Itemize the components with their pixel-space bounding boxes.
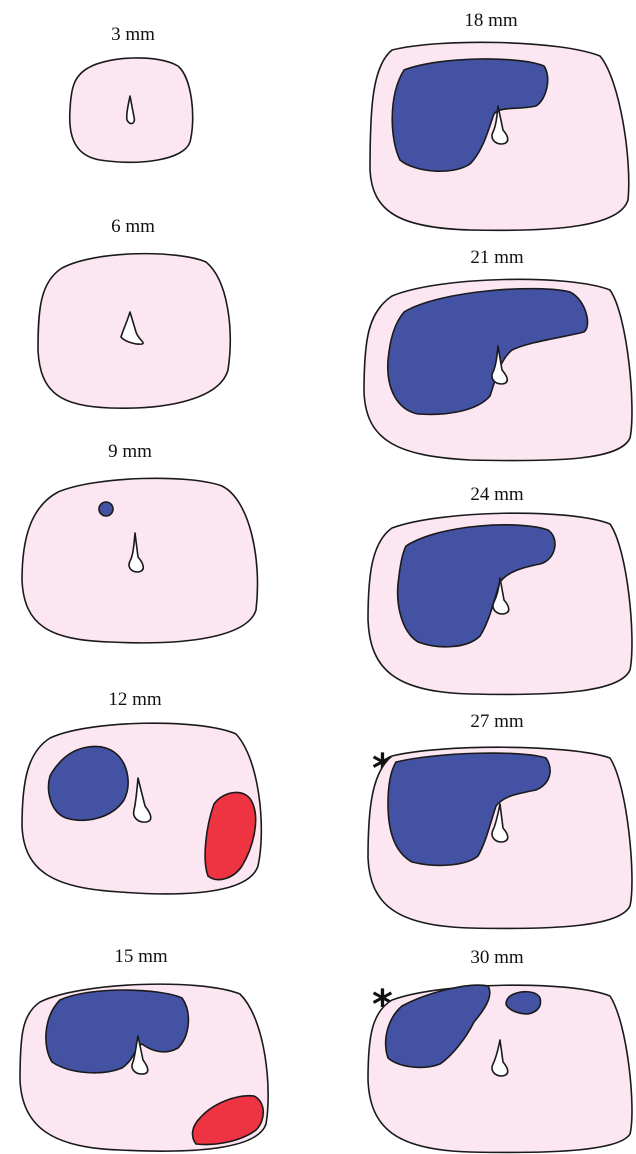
section-18mm: 18 mm — [370, 10, 629, 230]
section-label: 27 mm — [470, 711, 524, 732]
section-24mm: 24 mm — [368, 484, 632, 694]
section-label: 12 mm — [108, 689, 162, 710]
blue-region — [99, 502, 113, 516]
section-12mm: 12 mm — [22, 689, 261, 894]
section-9mm: 9 mm — [22, 441, 258, 643]
section-15mm: 15 mm — [20, 946, 268, 1151]
section-27mm: 27 mm * — [368, 711, 632, 928]
section-label: 21 mm — [470, 247, 524, 268]
section-label: 3 mm — [111, 24, 155, 45]
section-3mm: 3 mm — [70, 24, 193, 162]
section-6mm: 6 mm — [38, 216, 230, 408]
section-label: 18 mm — [464, 10, 518, 31]
blue-region-small — [506, 992, 541, 1014]
section-label: 15 mm — [114, 946, 168, 967]
section-label: 9 mm — [108, 441, 152, 462]
section-label: 6 mm — [111, 216, 155, 237]
section-label: 30 mm — [470, 947, 524, 968]
section-21mm: 21 mm — [364, 247, 632, 461]
section-30mm: 30 mm * — [368, 947, 632, 1152]
section-label: 24 mm — [470, 484, 524, 505]
